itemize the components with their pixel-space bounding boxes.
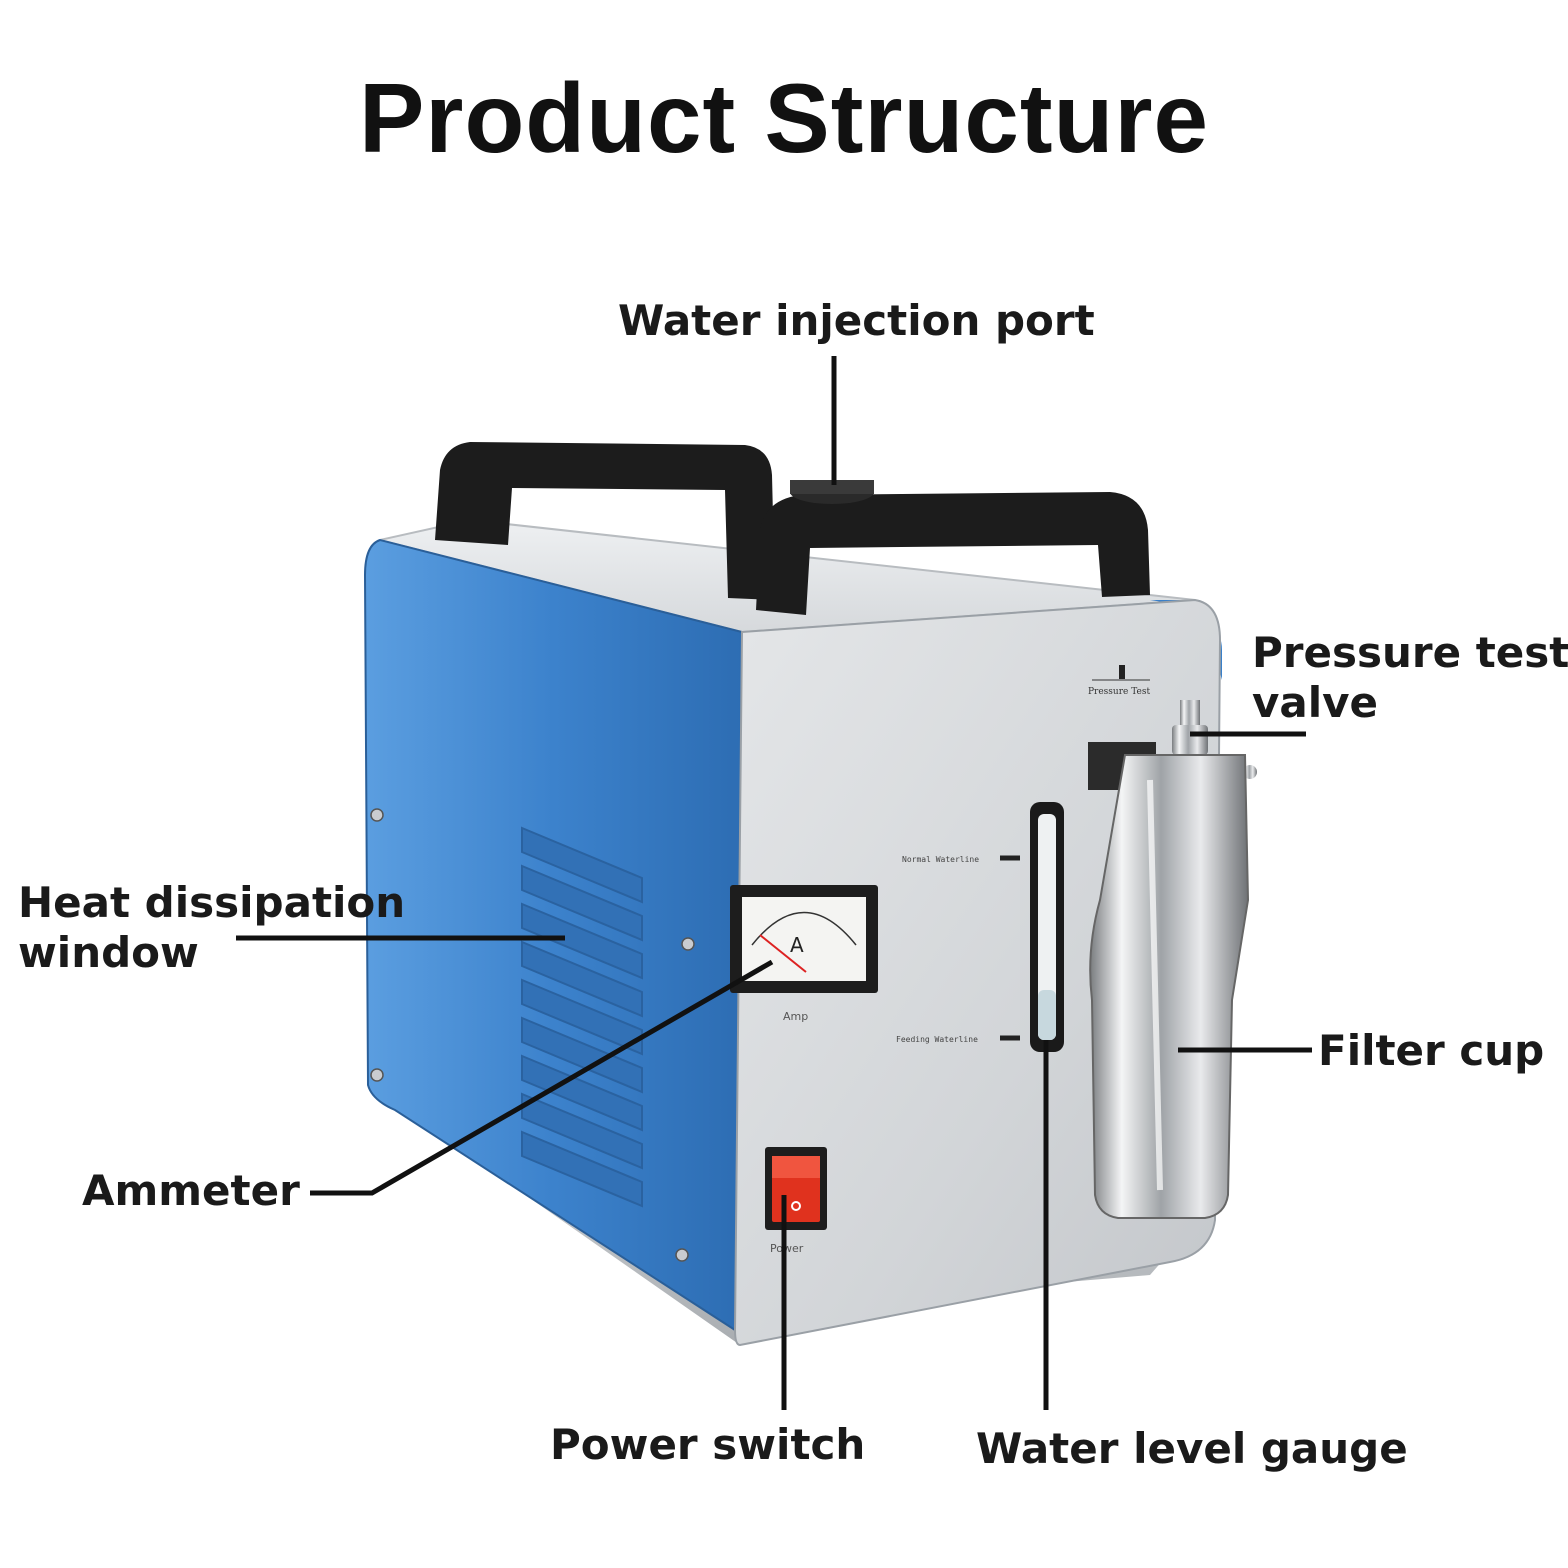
label-pressure-test-valve-line2: valve	[1252, 678, 1378, 727]
front-handle	[756, 492, 1150, 615]
label-power-switch: Power switch	[550, 1420, 866, 1469]
label-heat-dissipation-window-line2: window	[18, 928, 199, 977]
label-ammeter: Ammeter	[82, 1166, 300, 1215]
power-switch	[765, 1147, 827, 1230]
screws	[370, 808, 695, 1262]
normal-waterline-label: Normal Waterline	[902, 855, 979, 864]
label-water-level-gauge: Water level gauge	[976, 1424, 1408, 1473]
page-title: Product Structure	[358, 63, 1210, 173]
label-water-injection-port: Water injection port	[618, 296, 1095, 345]
pressure-test-label: Pressure Test	[1088, 687, 1150, 697]
label-filter-cup: Filter cup	[1318, 1026, 1545, 1075]
water-level-gauge	[1030, 802, 1064, 1052]
back-handle	[435, 442, 775, 600]
filter-cup	[1088, 700, 1257, 1219]
leader-ammeter	[310, 959, 774, 1196]
amp-label: Amp	[783, 1010, 808, 1023]
power-label: Power	[770, 1242, 804, 1255]
label-heat-dissipation-window: Heat dissipation window	[18, 878, 405, 978]
heat-dissipation-window	[521, 826, 643, 1208]
feeding-waterline-label: Feeding Waterline	[896, 1035, 978, 1044]
ammeter: A	[730, 885, 878, 993]
label-pressure-test-valve-line1: Pressure test	[1252, 628, 1568, 677]
label-heat-dissipation-window-line1: Heat dissipation	[18, 878, 406, 927]
leader-lines	[236, 356, 1312, 1410]
label-pressure-test-valve: Pressure test valve	[1252, 628, 1568, 728]
ammeter-unit-text: A	[790, 933, 804, 957]
